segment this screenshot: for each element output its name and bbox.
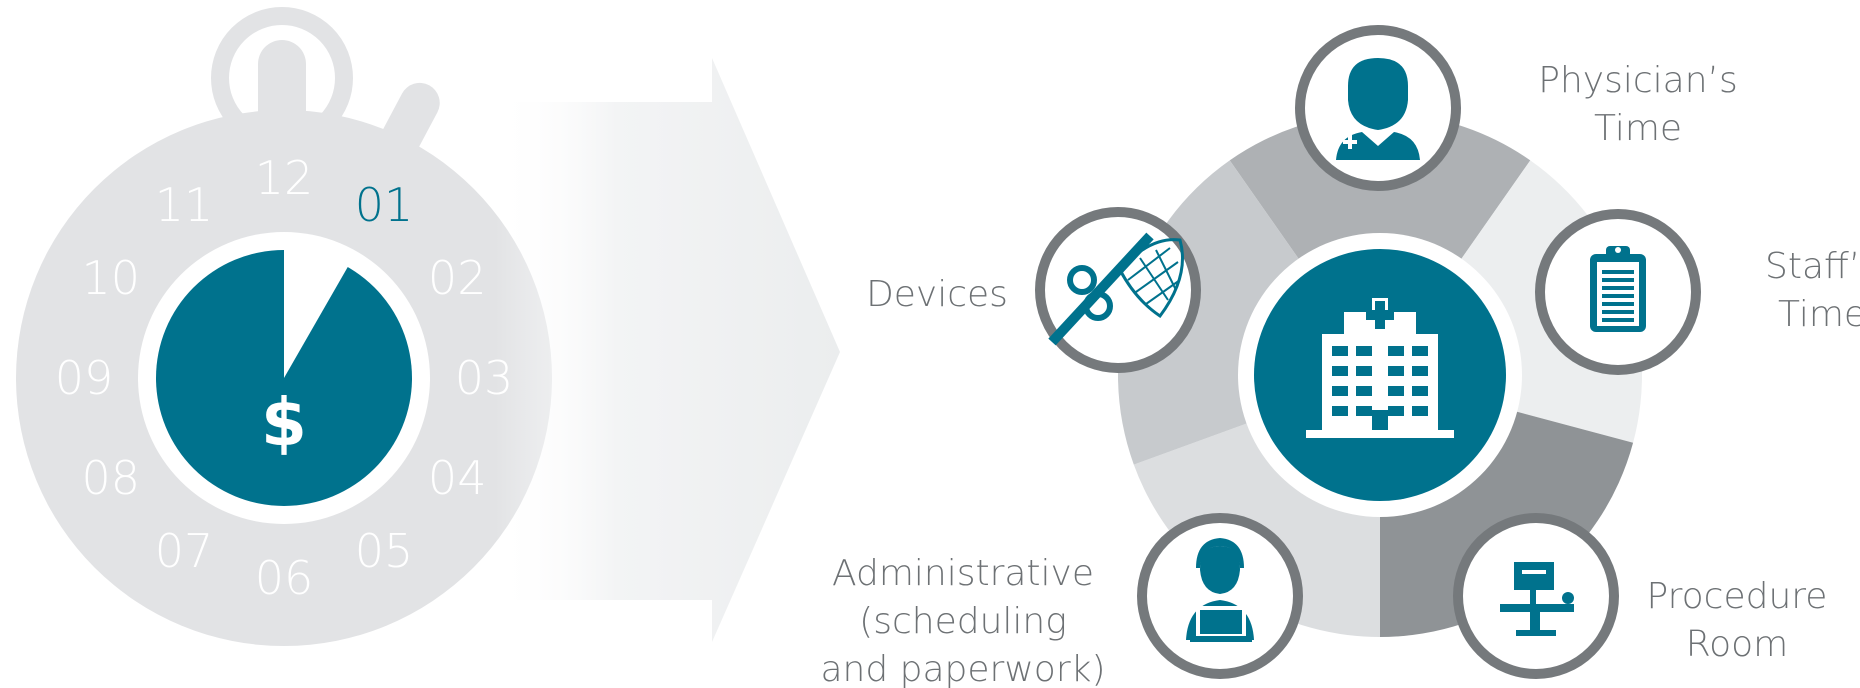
physician-icon	[1336, 58, 1420, 160]
flow-arrow	[495, 58, 840, 642]
procedure-node	[1453, 513, 1619, 679]
hour-label: 02	[428, 251, 487, 305]
hour-label: 06	[255, 551, 314, 605]
staff-node	[1535, 209, 1701, 375]
devices-label: Devices	[866, 274, 1008, 315]
hour-labels: 12 01 02 03 04 05 06 07 08 09 10 11	[55, 151, 514, 605]
administrative-node-ring	[1137, 513, 1303, 679]
hospital-icon	[1306, 298, 1454, 438]
administrative-node	[1137, 513, 1303, 679]
staff-label-line: Time	[1778, 294, 1860, 335]
administrative-label-line: Administrative	[832, 553, 1094, 594]
physician-label-line: Physician’s	[1538, 60, 1737, 101]
office-worker-icon	[1186, 538, 1254, 642]
hour-label: 10	[82, 251, 141, 305]
hospital-cross	[1366, 301, 1394, 329]
procedure-label-line: Procedure	[1647, 576, 1828, 617]
procedure-room-icon	[1500, 562, 1574, 636]
dollar-sign: $	[261, 384, 307, 461]
physician-node	[1295, 25, 1461, 191]
hour-label: 04	[428, 451, 487, 505]
devices-node-ring	[1035, 207, 1201, 373]
hour-label: 05	[355, 524, 414, 578]
hour-label: 07	[155, 524, 214, 578]
hour-label: 09	[55, 351, 114, 405]
cost-wheel: Physician’sTimeStaff’sTimeProcedureRoomA…	[820, 25, 1860, 688]
administrative-label-line: and paperwork)	[820, 649, 1105, 688]
clipboard-icon	[1590, 246, 1646, 332]
devices-node	[1035, 207, 1201, 373]
hour-label: 11	[155, 178, 214, 232]
administrative-label-line: (scheduling	[859, 601, 1067, 642]
procedure-label-line: Room	[1686, 624, 1789, 665]
stopwatch: $ 12 01 02 03 04 05 06 07 08 09 10 11	[16, 7, 552, 646]
medical-device-icon	[1048, 232, 1184, 346]
staff-label-line: Staff’s	[1765, 246, 1860, 287]
devices-label-line: Devices	[866, 274, 1008, 315]
elapsed-wedge	[284, 246, 350, 378]
hour-label: 01	[355, 178, 414, 232]
hour-label: 12	[255, 151, 314, 205]
component-labels: Physician’sTimeStaff’sTimeProcedureRoomA…	[820, 60, 1860, 688]
physician-label-line: Time	[1594, 108, 1682, 149]
administrative-label: Administrative (scheduling and paperwork)	[820, 553, 1105, 688]
hour-label: 08	[82, 451, 141, 505]
